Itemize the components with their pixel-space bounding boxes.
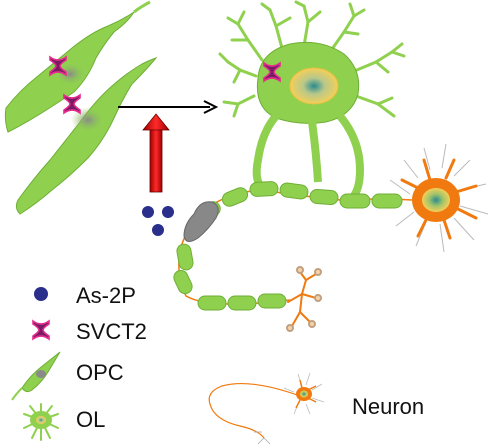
svct2-transporter-icon-2 (63, 94, 81, 114)
legend-neuron-label: Neuron (352, 394, 424, 419)
neuron-right (389, 143, 489, 253)
as2p-molecules (142, 206, 174, 236)
opc-cell-icon (11, 351, 61, 401)
legend: As-2P SVCT2 OPC OL (11, 283, 424, 445)
axon-terminal (286, 266, 322, 332)
oligodendrocyte (218, 0, 406, 204)
legend-opc-label: OPC (76, 360, 124, 385)
legend-ol-label: OL (76, 407, 105, 432)
differentiation-arrow (118, 100, 219, 114)
legend-as2p-label: As-2P (76, 283, 136, 308)
opc-cell-bottom (15, 56, 158, 215)
blue-dot-icon (34, 287, 48, 301)
myelinated-axon (173, 181, 413, 311)
promotion-arrow (142, 113, 170, 193)
damaged-myelin (183, 201, 219, 242)
neuron-icon (208, 372, 325, 445)
legend-svct2-label: SVCT2 (76, 319, 147, 344)
transporter-icon (32, 320, 50, 340)
ol-cell-icon (23, 403, 59, 441)
